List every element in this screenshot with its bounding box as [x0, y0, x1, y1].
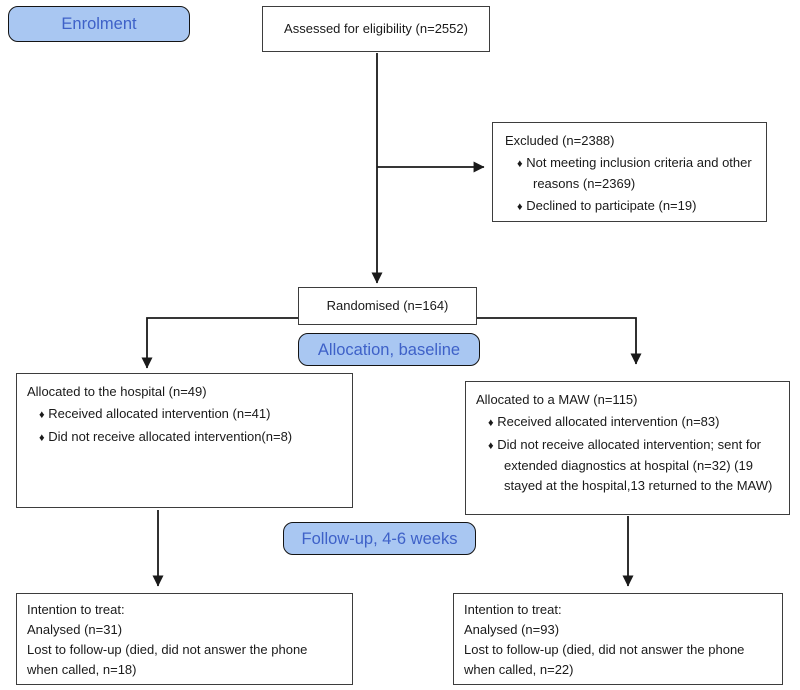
itt-hospital-line: Intention to treat: [27, 602, 125, 617]
excluded-box: Excluded (n=2388) ♦ Not meeting inclusio… [492, 122, 767, 222]
excluded-title: Excluded (n=2388) [505, 133, 615, 148]
itt-maw-line: Analysed (n=93) [464, 622, 560, 637]
allocated-hospital-title: Allocated to the hospital (n=49) [27, 384, 207, 399]
itt-maw-line: Lost to follow-up (died, did not answer … [464, 642, 745, 677]
allocated-maw-bullet-item: ♦ Did not receive allocated intervention… [476, 435, 779, 496]
arrow-randomised-to-maw [477, 317, 642, 365]
itt-hospital-line: Lost to follow-up (died, did not answer … [27, 642, 308, 677]
allocated-hospital-bullet-item: ♦ Received allocated intervention (n=41) [27, 404, 342, 425]
bullet-diamond-icon: ♦ [488, 440, 494, 452]
allocated-hospital-box: Allocated to the hospital (n=49) ♦ Recei… [16, 373, 353, 508]
bullet-diamond-icon: ♦ [517, 201, 523, 213]
bullet-diamond-icon: ♦ [39, 432, 45, 444]
excluded-bullet-item: ♦ Declined to participate (n=19) [505, 196, 752, 217]
excluded-bullet-item: ♦ Not meeting inclusion criteria and oth… [505, 153, 752, 194]
itt-hospital-line: Analysed (n=31) [27, 622, 123, 637]
bullet-diamond-icon: ♦ [488, 417, 494, 429]
bullet-diamond-icon: ♦ [517, 158, 523, 170]
allocated-maw-box: Allocated to a MAW (n=115) ♦ Received al… [465, 381, 790, 515]
enrolment-stage-label: Enrolment [8, 6, 190, 42]
allocated-maw-bullet-item: ♦ Received allocated intervention (n=83) [476, 412, 779, 433]
arrow-randomised-to-hospital [141, 317, 298, 369]
allocated-hospital-bullet-text: Received allocated intervention (n=41) [48, 406, 271, 421]
excluded-bullet-text: Not meeting inclusion criteria and other… [526, 155, 752, 191]
itt-maw-box: Intention to treat: Analysed (n=93) Lost… [453, 593, 783, 685]
allocation-stage-label: Allocation, baseline [298, 333, 480, 366]
allocated-hospital-bullet-text: Did not receive allocated intervention(n… [48, 429, 293, 444]
allocated-maw-bullet-text: Did not receive allocated intervention; … [497, 437, 773, 493]
itt-hospital-box: Intention to treat: Analysed (n=31) Lost… [16, 593, 353, 685]
excluded-bullet-text: Declined to participate (n=19) [526, 198, 697, 213]
allocated-maw-bullet-text: Received allocated intervention (n=83) [497, 414, 720, 429]
itt-maw-line: Intention to treat: [464, 602, 562, 617]
allocated-hospital-bullet-item: ♦ Did not receive allocated intervention… [27, 427, 342, 448]
randomised-box: Randomised (n=164) [298, 287, 477, 325]
bullet-diamond-icon: ♦ [39, 409, 45, 421]
assessed-eligibility-box: Assessed for eligibility (n=2552) [262, 6, 490, 52]
followup-stage-label: Follow-up, 4-6 weeks [283, 522, 476, 555]
allocated-maw-title: Allocated to a MAW (n=115) [476, 392, 638, 407]
